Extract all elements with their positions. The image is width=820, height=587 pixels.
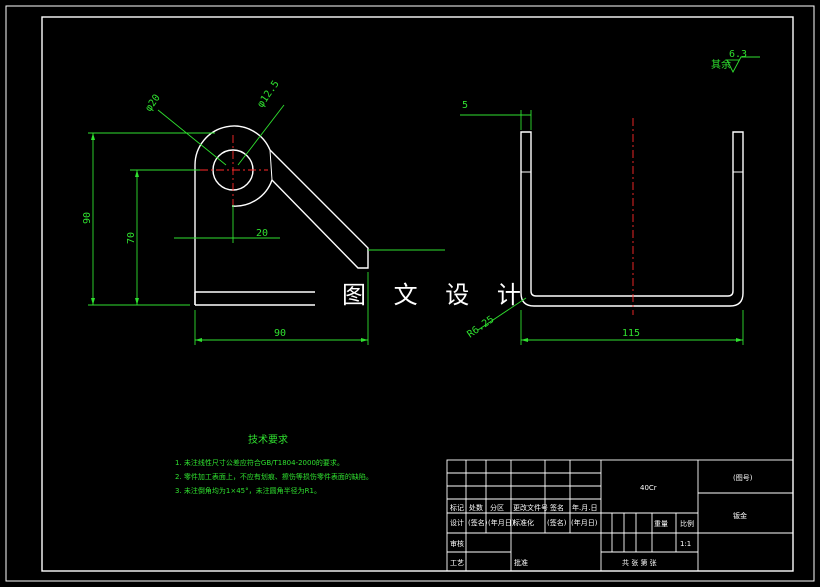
label-design: 设计 <box>450 518 464 527</box>
label-scale: 比例 <box>680 519 694 528</box>
leader-bend-radius <box>477 297 527 331</box>
part-name: 钣金 <box>733 511 747 520</box>
technical-requirements: 技术要求 1. 未注线性尺寸公差应符合GB/T1804-2000的要求。 2. … <box>175 433 373 495</box>
dim-thickness: 5 <box>462 100 468 111</box>
label-date-paren-2: (年月日) <box>571 518 598 527</box>
drawing-number: (图号) <box>733 474 753 482</box>
left-view: φ20 φ12.5 90 70 20 90 <box>82 79 445 345</box>
label-process: 工艺 <box>450 559 464 567</box>
dim-bend-radius: R6.25 <box>465 314 496 340</box>
tech-req-item-3: 3. 未注倒角均为1×45°，未注圆角半径为R1。 <box>175 486 321 495</box>
leader-hole-inner <box>237 104 285 166</box>
label-review: 审核 <box>450 539 464 548</box>
leader-hole-outer <box>157 109 227 166</box>
outer-border <box>5 5 815 582</box>
dim-height-center: 70 <box>126 232 137 244</box>
tech-req-item-2: 2. 零件加工表面上，不应有划痕、擦伤等损伤零件表面的缺陷。 <box>175 472 373 481</box>
tech-req-title: 技术要求 <box>248 433 288 446</box>
label-standardize: 标准化 <box>513 518 534 527</box>
inner-border <box>41 16 794 572</box>
dim-height-total: 90 <box>82 212 93 224</box>
surface-roughness-symbol: 其余 6.3 <box>711 49 760 73</box>
label-sign-paren-2: (签名) <box>547 518 567 527</box>
dim-width: 90 <box>274 328 286 339</box>
dim-channel-width: 115 <box>622 328 640 339</box>
bracket-outline <box>194 125 369 305</box>
label-zone: 分区 <box>490 503 504 512</box>
label-count: 处数 <box>469 503 483 512</box>
dim-offset: 20 <box>256 228 268 239</box>
material-value: 40Cr <box>640 484 657 492</box>
label-sign-paren: (签名) <box>468 518 488 527</box>
label-change-doc: 更改文件号 <box>513 503 548 512</box>
sheet-info: 共 张 第 张 <box>622 558 657 567</box>
watermark-text: 图 文 设 计 <box>342 281 531 309</box>
label-mark: 标记 <box>450 503 464 512</box>
label-date-paren: (年月日) <box>488 518 515 527</box>
label-date: 年.月.日 <box>572 503 597 512</box>
dim-hole-inner: φ12.5 <box>255 79 281 110</box>
tech-req-item-1: 1. 未注线性尺寸公差应符合GB/T1804-2000的要求。 <box>175 458 344 467</box>
label-sign: 签名 <box>550 503 564 512</box>
scale-value: 1:1 <box>680 540 691 548</box>
roughness-prefix: 其余 <box>711 58 731 71</box>
dim-hole-outer: φ20 <box>143 93 162 114</box>
roughness-value: 6.3 <box>729 49 747 60</box>
title-block: 标记 处数 分区 更改文件号 签名 年.月.日 设计 (签名) (年月日) 标准… <box>446 459 794 572</box>
label-weight: 重量 <box>654 520 668 528</box>
label-approve: 批准 <box>514 558 528 567</box>
channel-outline <box>520 131 744 307</box>
